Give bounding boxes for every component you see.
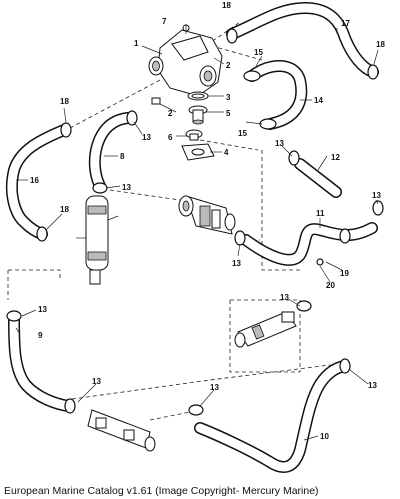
callout-10: 10 — [320, 432, 329, 441]
callout-13: 13 — [368, 381, 377, 390]
callout-13: 13 — [232, 259, 241, 268]
callout-13: 13 — [372, 191, 381, 200]
thermostat-housing — [148, 24, 223, 97]
hose-16 — [5, 124, 70, 240]
hose-12 — [294, 158, 342, 198]
callout-14: 14 — [314, 96, 323, 105]
callout-7: 7 — [162, 17, 167, 26]
callout-19: 19 — [340, 269, 349, 278]
callout-15: 15 — [238, 129, 247, 138]
callout-18: 18 — [376, 40, 385, 49]
callout-8: 8 — [120, 152, 125, 161]
exploded-parts-diagram: .hose-out { fill: none; stroke: #111; st… — [5, 1, 385, 473]
callout-20: 20 — [326, 281, 335, 290]
callout-6: 6 — [168, 133, 173, 142]
callout-labels: 1 2 2 3 4 5 6 7 8 9 10 11 12 13 13 13 13… — [30, 1, 385, 441]
gasket-2 — [151, 97, 161, 105]
gasket-4 — [181, 143, 215, 161]
callout-2: 2 — [168, 109, 173, 118]
callout-13: 13 — [142, 133, 151, 142]
water-pump-assembly — [178, 195, 236, 235]
callout-11: 11 — [316, 209, 325, 218]
fuel-cooler — [234, 311, 297, 348]
seal-3 — [187, 91, 209, 101]
leader-lines — [15, 28, 379, 441]
callout-1: 1 — [134, 39, 139, 48]
hose-clamps — [6, 28, 384, 416]
heat-exchanger — [76, 195, 119, 285]
callout-18: 18 — [60, 97, 69, 106]
image-caption: European Marine Catalog v1.61 (Image Cop… — [4, 485, 319, 497]
callout-15: 15 — [254, 48, 263, 57]
callout-18: 18 — [60, 205, 69, 214]
callout-4: 4 — [224, 148, 229, 157]
callout-12: 12 — [331, 153, 340, 162]
hose-17 — [226, 2, 379, 78]
callout-13: 13 — [122, 183, 131, 192]
callout-13: 13 — [92, 377, 101, 386]
callout-2: 2 — [226, 61, 231, 70]
hose-9 — [8, 312, 74, 412]
callout-13: 13 — [275, 139, 284, 148]
manifold-parts — [87, 409, 156, 452]
hose-10 — [194, 360, 350, 473]
callout-13: 13 — [38, 305, 47, 314]
callout-18: 18 — [222, 1, 231, 10]
thermostat-5 — [188, 105, 208, 125]
hose-11 — [240, 222, 378, 266]
thermostat-6 — [185, 129, 203, 141]
callout-9: 9 — [38, 331, 43, 340]
callout-17: 17 — [341, 19, 350, 28]
hose-8 — [88, 112, 134, 192]
callout-16: 16 — [30, 176, 39, 185]
callout-13: 13 — [210, 383, 219, 392]
callout-3: 3 — [226, 93, 231, 102]
hose-14 — [246, 59, 308, 130]
callout-13: 13 — [280, 293, 289, 302]
callout-5: 5 — [226, 109, 231, 118]
